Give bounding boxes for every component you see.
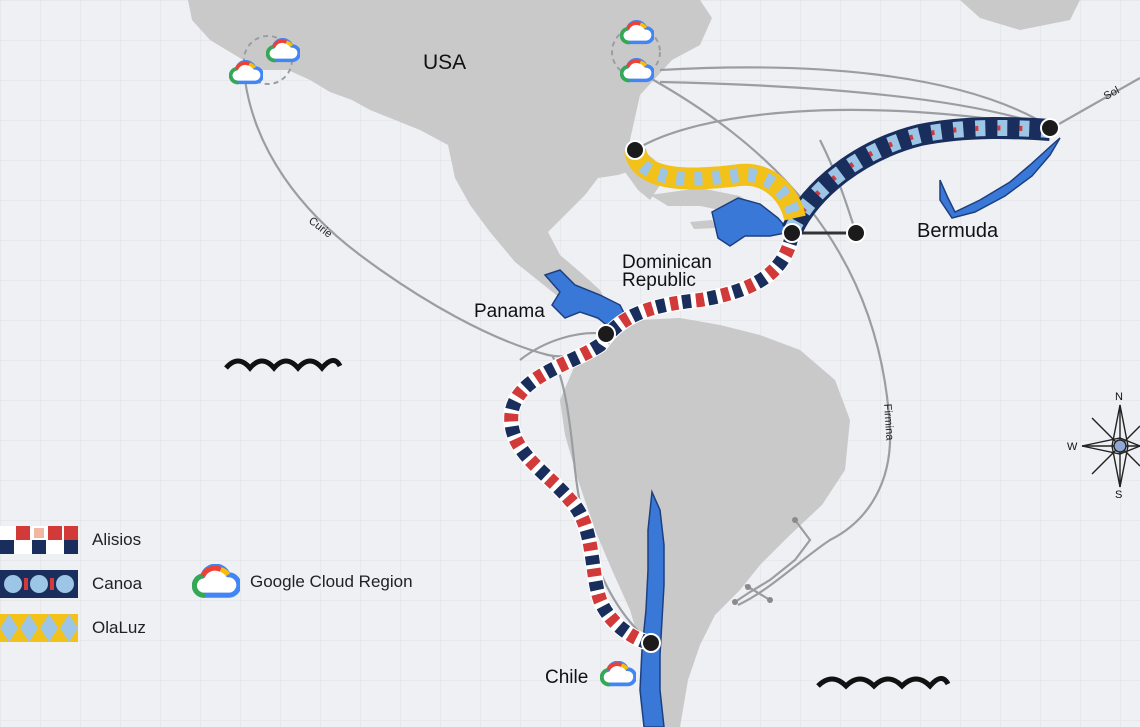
label-usa: USA <box>423 51 466 74</box>
legend-row-olaluz: OlaLuz <box>0 614 146 642</box>
compass-south: S <box>1115 489 1122 501</box>
label-bermuda: Bermuda <box>917 220 999 242</box>
landing-point-panama <box>596 324 616 344</box>
google-cloud-icon <box>192 564 240 600</box>
landing-point-florida <box>625 140 645 160</box>
cable-atlantic <box>659 80 1053 130</box>
cable-sa-east <box>734 519 812 603</box>
compass-west: W <box>1067 441 1078 453</box>
cable-florida-bermuda <box>634 108 1053 151</box>
compass-rose-icon <box>1081 404 1140 488</box>
legend-row-google-cloud-region: Google Cloud Region <box>192 564 413 600</box>
legend-olaluz-label: OlaLuz <box>92 618 146 637</box>
south-america-landmass <box>560 318 850 727</box>
cable-label-firmina: Firmina <box>881 403 896 441</box>
landing-point-bermuda <box>1040 118 1060 138</box>
legend-row-canoa: Canoa <box>0 570 142 598</box>
label-dominican-republic-1: Dominican <box>622 252 712 273</box>
jamaica <box>690 220 716 229</box>
label-dominican-republic-2: Republic <box>622 270 696 291</box>
wave-icon <box>816 676 951 690</box>
cable-firmina <box>649 77 892 606</box>
label-panama: Panama <box>474 301 545 322</box>
chile-shape <box>639 489 665 727</box>
legend-alisios-label: Alisios <box>92 530 142 549</box>
cable-chile-coast <box>551 354 651 643</box>
label-chile: Chile <box>545 667 588 688</box>
legend-row-alisios: Alisios <box>0 526 141 554</box>
legend-google-cloud-region-label: Google Cloud Region <box>250 572 413 591</box>
legend: Alisios Canoa OlaLuz Google Cloud Region <box>0 520 460 670</box>
legend-canoa-label: Canoa <box>92 574 143 593</box>
olaluz-swatch <box>0 614 78 642</box>
landing-point-east <box>846 223 866 243</box>
dominican-republic <box>711 197 792 247</box>
greenland-fragment <box>960 0 1080 30</box>
north-america-landmass <box>188 0 712 320</box>
canoa-swatch <box>0 570 78 598</box>
compass-north: N <box>1115 391 1123 403</box>
cable-sol-a <box>659 66 1053 129</box>
cable-canoa <box>781 116 1051 235</box>
landing-point-dominican-republic <box>782 223 802 243</box>
cable-sol-b <box>1051 77 1140 129</box>
bermuda-shape <box>939 137 1061 219</box>
wave-icon <box>224 358 343 372</box>
landing-point-chile <box>641 633 661 653</box>
alisios-swatch <box>0 526 78 554</box>
